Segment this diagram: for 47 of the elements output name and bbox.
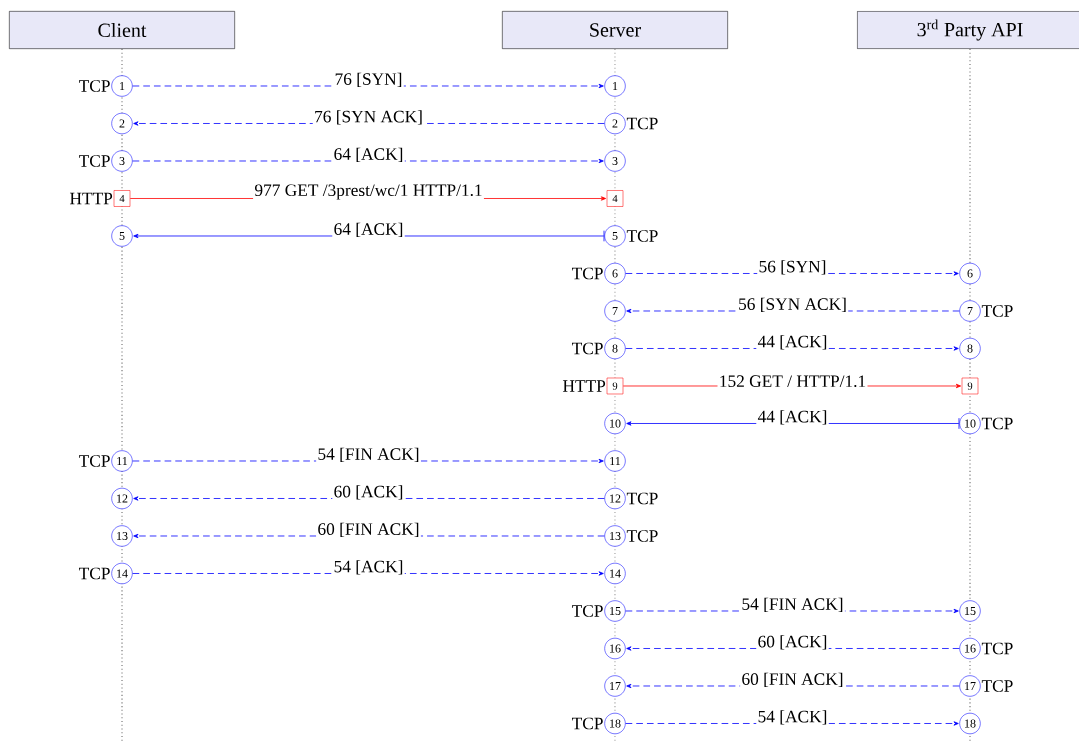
edge-label: 54 [ACK] (334, 560, 403, 575)
edge-label: 152 GET / HTTP/1.1 (720, 375, 866, 388)
protocol-label: TCP (981, 417, 1013, 430)
edge-label: 56 [SYN] (759, 260, 826, 275)
protocol-label: TCP (981, 642, 1013, 655)
protocol-label: TCP (79, 567, 110, 580)
message-arrow (132, 83, 604, 89)
edge-label: 64 [ACK] (334, 222, 403, 238)
protocol-label: HTTP (70, 192, 113, 205)
edge-label: 54 [FIN ACK] (742, 597, 843, 613)
protocol-label: TCP (626, 230, 658, 242)
message-square: 9 (606, 377, 624, 395)
protocol-label: TCP (981, 305, 1013, 317)
protocol-label: TCP (572, 605, 603, 617)
message-arrow (132, 158, 604, 164)
protocol-label: TCP (572, 267, 603, 280)
protocol-label: TCP (626, 117, 658, 130)
lane-header: Client (9, 11, 235, 49)
message-arrow (132, 571, 604, 576)
edge-label: 76 [SYN] (335, 72, 402, 88)
protocol-label: TCP (79, 80, 110, 92)
message-square: 9 (961, 377, 979, 395)
edge-label: 76 [SYN ACK] (315, 110, 422, 125)
edge-label: 60 [FIN ACK] (742, 672, 843, 688)
message-square: 4 (113, 190, 131, 207)
edge-label: 64 [ACK] (334, 147, 403, 163)
protocol-label: HTTP (562, 380, 606, 392)
edge-label: 60 [ACK] (758, 635, 827, 650)
message-arrow (133, 496, 605, 501)
edge-label: 44 [ACK] (757, 335, 827, 350)
edge-label: 54 [FIN ACK] (318, 447, 419, 463)
message-square: 4 (606, 190, 624, 207)
edge-label: 54 [ACK] (758, 710, 827, 725)
protocol-label: TCP (626, 530, 658, 542)
edge-label: 977 GET /3prest/wc/1 HTTP/1.1 (254, 184, 482, 200)
protocol-label: TCP (981, 680, 1013, 692)
edge-label: 56 [SYN ACK] (739, 297, 846, 313)
edge-label: 60 [ACK] (334, 485, 403, 500)
protocol-label: TCP (572, 342, 603, 355)
protocol-label: TCP (79, 455, 110, 467)
lane-header: Server (502, 11, 728, 49)
protocol-label: TCP (626, 492, 658, 505)
protocol-label: TCP (79, 155, 110, 167)
edge-label: 60 [FIN ACK] (318, 522, 419, 538)
edge-label: 44 [ACK] (757, 410, 827, 425)
lane-header: 3$^{rd}$ Party API (857, 11, 1079, 49)
protocol-label: TCP (572, 717, 603, 730)
